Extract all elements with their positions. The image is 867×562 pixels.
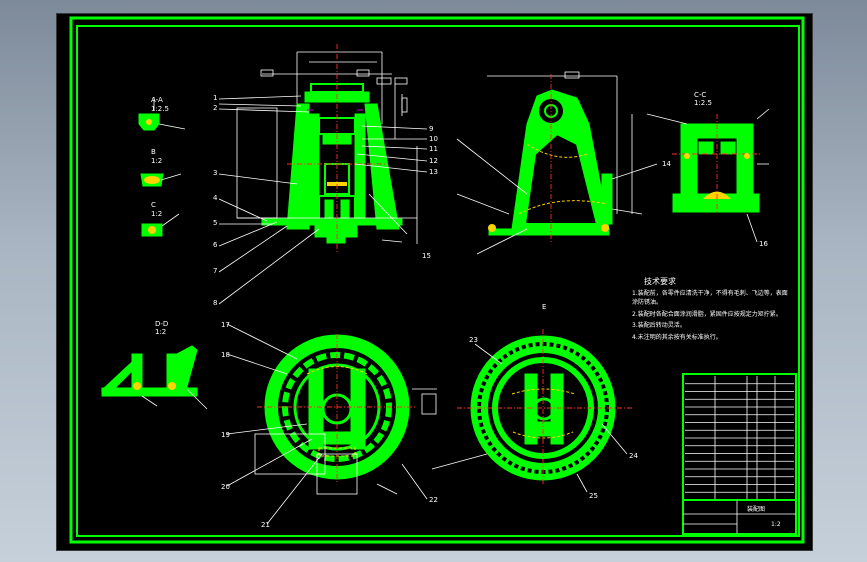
part-no-21: 21 [261, 521, 270, 529]
section-view-dd: D-D 1:2 [100, 320, 208, 410]
title-block: 装配图 1:2 [682, 499, 797, 535]
part-no-12: 12 [429, 157, 438, 165]
part-no-20: 20 [221, 483, 230, 491]
tech-req-line-5: 4.未注明的其余按有关标准执行。 [632, 333, 722, 341]
part-no-5: 5 [213, 219, 217, 227]
part-no-9: 9 [429, 125, 433, 133]
part-no-25: 25 [589, 492, 598, 500]
part-no-19: 19 [221, 431, 230, 439]
part-no-1: 1 [213, 94, 217, 102]
aux-b-scale: 1:2 [151, 157, 162, 165]
tech-req-line-1: 1.装配前，各零件应清洗干净，不得有毛刺、飞边等，表面 [632, 289, 788, 297]
part-no-24: 24 [629, 452, 638, 460]
tech-req-line-2: 涂防锈油。 [632, 298, 662, 306]
part-no-11: 11 [429, 145, 438, 153]
part-no-16: 16 [759, 240, 768, 248]
aux-a-label: A-A [151, 96, 163, 104]
tech-req-line-3: 2.装配时各配合面涂润滑脂，紧固件应按规定力矩拧紧。 [632, 310, 782, 318]
tech-req-heading: 技术要求 [644, 276, 676, 286]
part-no-8: 8 [213, 299, 217, 307]
part-no-15: 15 [422, 252, 431, 260]
front-view: 1 2 3 4 5 6 7 8 9 10 11 12 13 [213, 44, 438, 307]
part-no-17: 17 [221, 321, 230, 329]
side-view: 14 15 [422, 71, 671, 260]
title-block-scale: 1:2 [771, 521, 781, 528]
part-no-13: 13 [429, 168, 438, 176]
part-no-2: 2 [213, 104, 217, 112]
part-no-3: 3 [213, 169, 217, 177]
aux-a-scale: 1:2.5 [151, 105, 169, 113]
ring-view-right: E 23 24 25 [431, 303, 638, 500]
section-view-cc: C-C 1:2.5 16 [646, 91, 770, 248]
tech-req-line-4: 3.装配后转动灵活。 [632, 321, 686, 329]
aux-b-label: B [151, 148, 156, 156]
aux-detail-c: C 1:2 [141, 201, 180, 237]
aux-c-label: C [151, 201, 156, 209]
aux-c-scale: 1:2 [151, 210, 162, 218]
aux-detail-a: A-A 1:2.5 [138, 96, 186, 131]
ring-view-left: 17 18 19 20 21 22 [221, 321, 438, 529]
part-no-18: 18 [221, 351, 230, 359]
bill-of-materials [682, 373, 797, 535]
section-cc-label: C-C [694, 91, 706, 99]
part-no-6: 6 [213, 241, 218, 249]
bom-rows [685, 383, 794, 493]
cad-drawing-sheet: A-A 1:2.5 B 1:2 C 1:2 [69, 16, 805, 544]
part-no-14: 14 [662, 160, 671, 168]
technical-requirements: 技术要求 1.装配前，各零件应清洗干净，不得有毛刺、飞边等，表面 涂防锈油。 2… [632, 276, 788, 341]
aux-detail-b: B 1:2 [140, 148, 182, 187]
section-dd-label: D-D [155, 320, 168, 328]
section-dd-scale: 1:2 [155, 328, 166, 336]
part-no-7: 7 [213, 267, 217, 275]
section-cc-scale: 1:2.5 [694, 99, 712, 107]
title-block-name: 装配图 [747, 505, 765, 513]
part-no-23: 23 [469, 336, 478, 344]
part-no-22: 22 [429, 496, 438, 504]
ring-right-label: E [542, 303, 546, 311]
drawing-viewport[interactable]: A-A 1:2.5 B 1:2 C 1:2 [56, 13, 813, 551]
part-no-4: 4 [213, 194, 218, 202]
sheet-outer-border [69, 16, 805, 544]
part-no-10: 10 [429, 135, 438, 143]
sheet-inner-border [76, 25, 800, 537]
